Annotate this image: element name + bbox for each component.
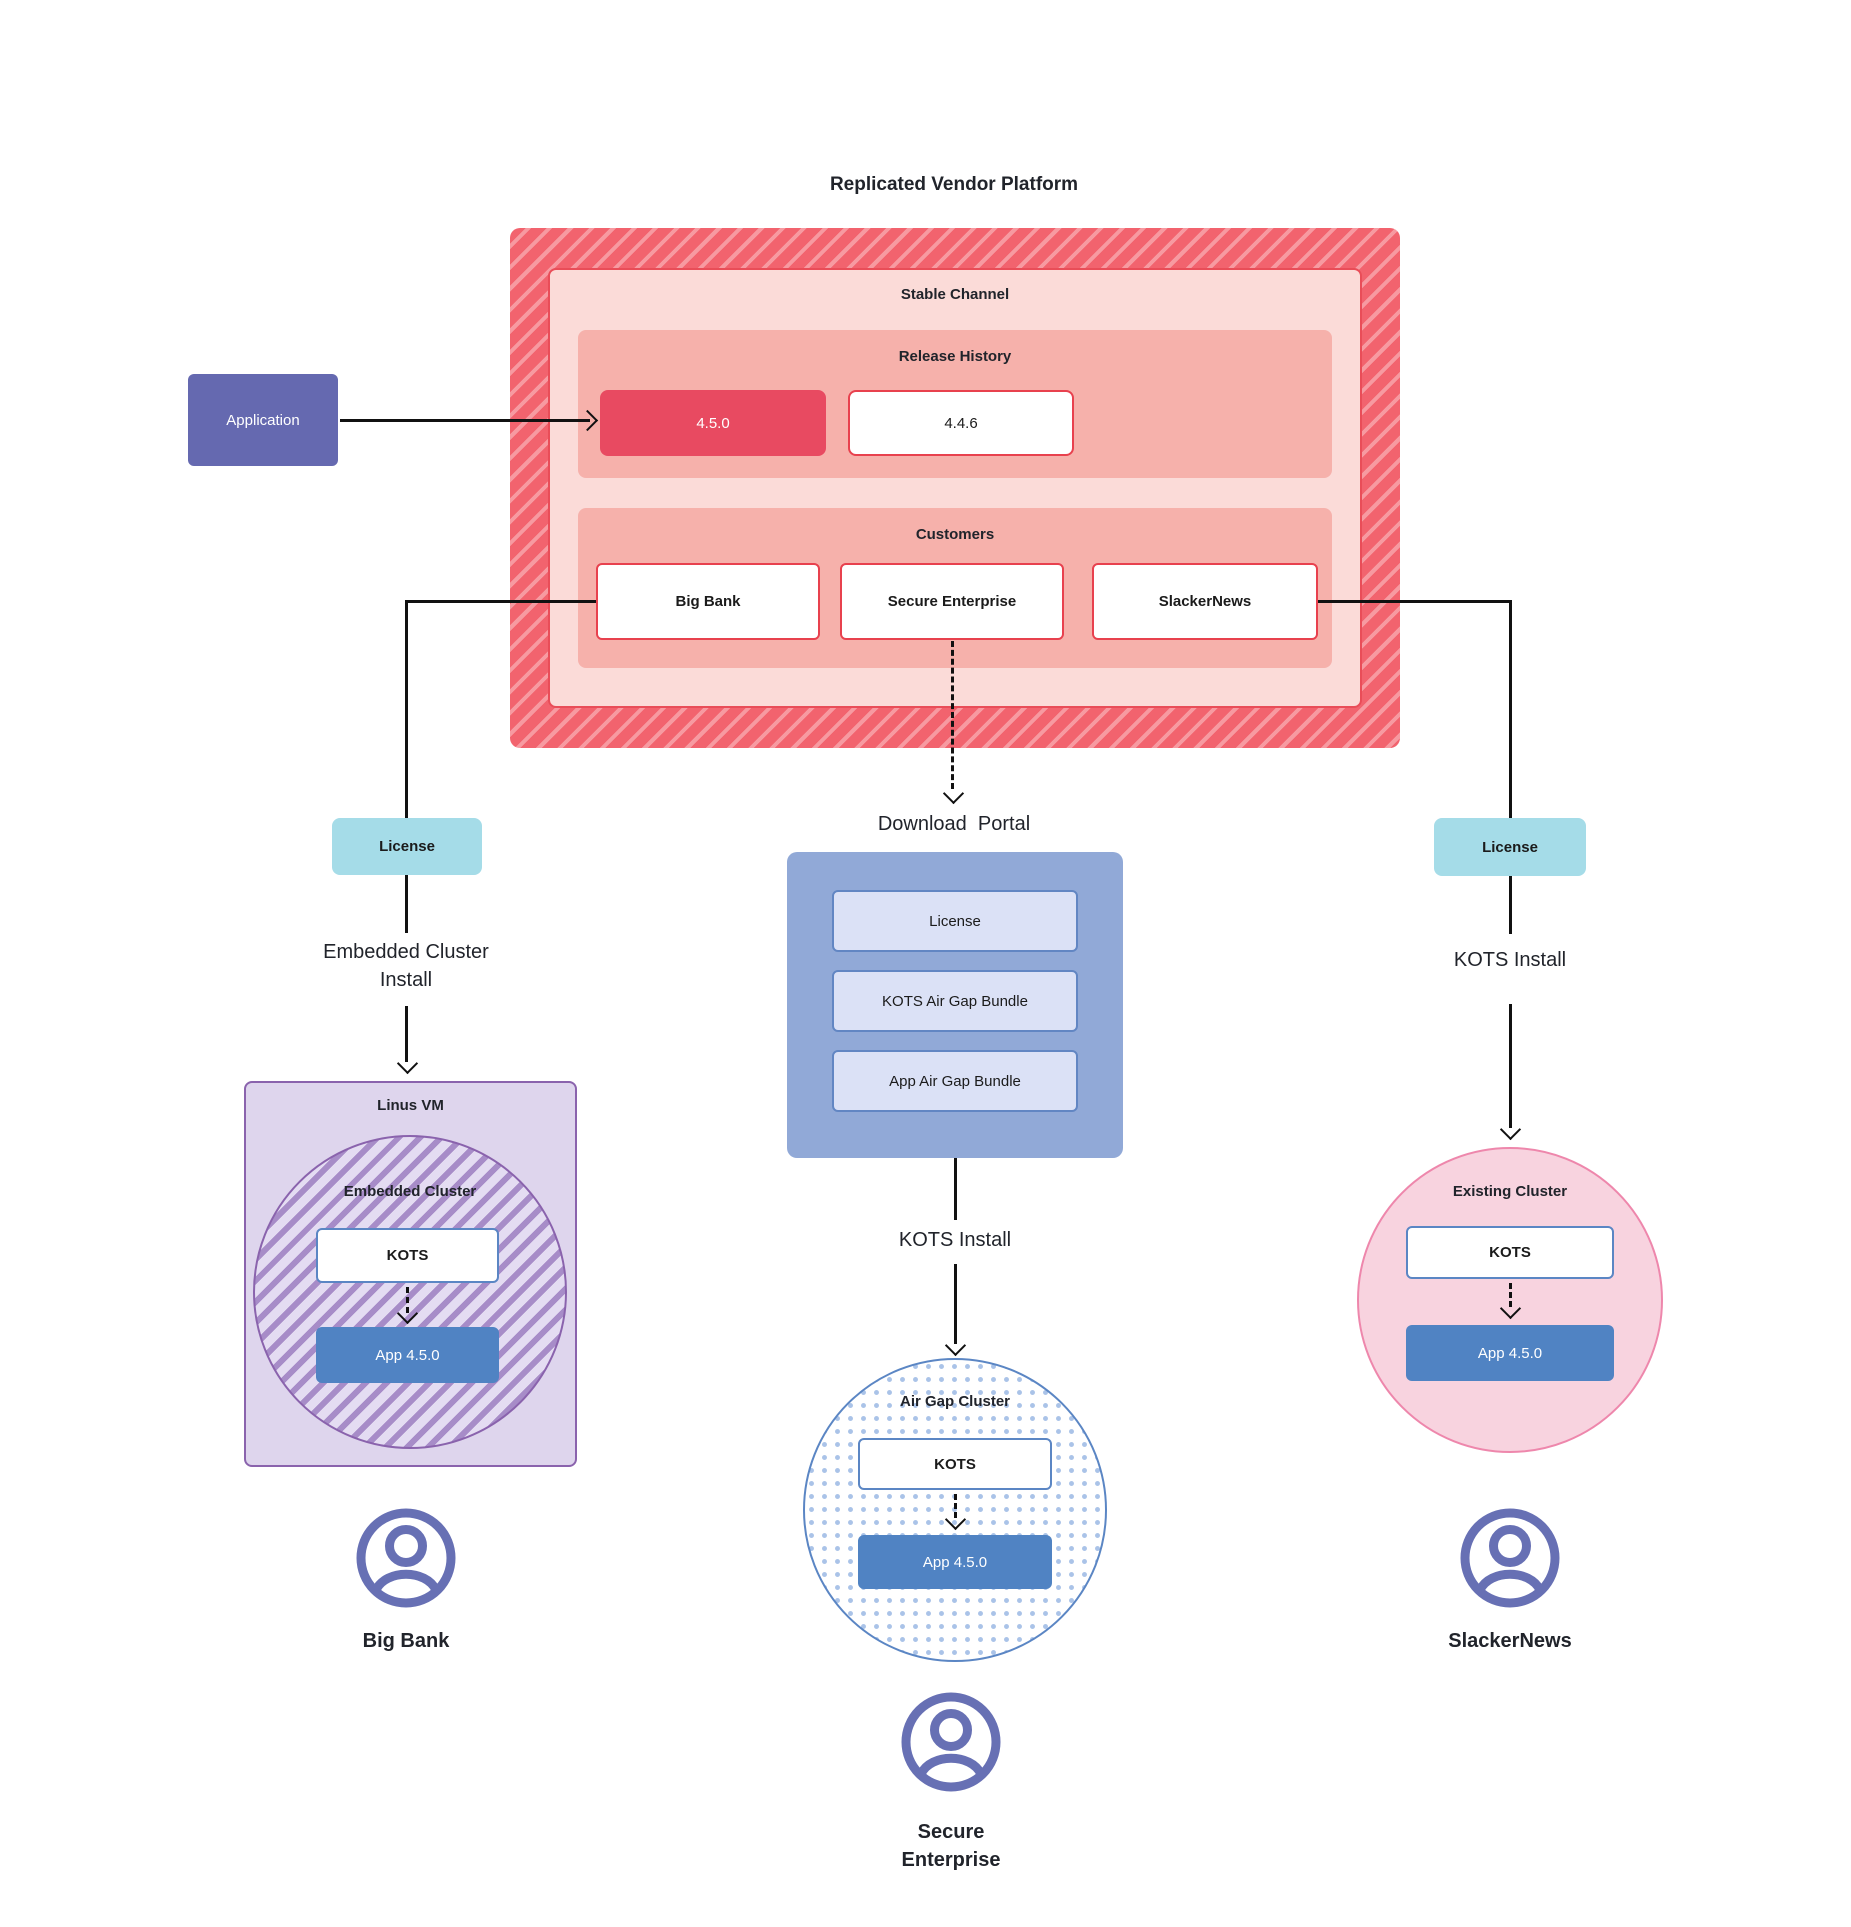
user-icon-secure-enterprise — [901, 1692, 1001, 1792]
app-box-right: App 4.5.0 — [1406, 1325, 1614, 1381]
embedded-cluster-circle — [253, 1135, 567, 1449]
dotted-kots-to-app-left — [406, 1287, 409, 1313]
customer-secure-enterprise: Secure Enterprise — [840, 563, 1064, 640]
arrowhead-left-vm — [396, 1052, 419, 1075]
portal-kots-bundle-label: KOTS Air Gap Bundle — [882, 992, 1028, 1010]
line-portal-down — [954, 1158, 957, 1220]
stable-channel-label: Stable Channel — [900, 286, 1010, 303]
application-label: Application — [226, 411, 300, 429]
customer-big-bank: Big Bank — [596, 563, 820, 640]
embedded-cluster-circle-label: Embedded Cluster — [343, 1183, 477, 1200]
kots-box-left: KOTS — [316, 1228, 499, 1283]
app-right-label: App 4.5.0 — [1477, 1344, 1543, 1362]
customer-big-bank-label: Big Bank — [675, 593, 741, 610]
dotted-kots-to-app-right — [1509, 1283, 1512, 1307]
kots-right-label: KOTS — [1489, 1244, 1531, 1261]
persona-label-slackernews: SlackerNews — [1448, 1630, 1572, 1652]
portal-app-bundle-label: App Air Gap Bundle — [889, 1072, 1021, 1090]
customer-secure-enterprise-label: Secure Enterprise — [887, 593, 1017, 610]
customers-label: Customers — [915, 526, 995, 543]
persona-secure-line1: Secure — [917, 1821, 985, 1843]
embedded-cluster-install-line1: Embedded Cluster — [323, 941, 489, 963]
release-4-5-0: 4.5.0 — [600, 390, 826, 456]
app-left-label: App 4.5.0 — [375, 1346, 440, 1364]
release-4-4-6: 4.4.6 — [848, 390, 1074, 456]
portal-license-box: License — [832, 890, 1078, 952]
existing-cluster-label: Existing Cluster — [1452, 1183, 1568, 1200]
arrow-left-to-vm — [405, 1006, 408, 1062]
download-portal-title: Download Portal — [877, 813, 1031, 835]
license-box-right: License — [1434, 818, 1586, 876]
license-right-label: License — [1482, 838, 1538, 856]
arrow-right-to-cluster — [1509, 1004, 1512, 1128]
kots-center-label: KOTS — [934, 1455, 976, 1473]
release-4-4-6-label: 4.4.6 — [944, 414, 978, 432]
embedded-cluster-install-line2: Install — [379, 969, 433, 991]
persona-label-big-bank: Big Bank — [362, 1630, 450, 1652]
license-left-label: License — [379, 838, 435, 855]
kots-left-label: KOTS — [386, 1247, 429, 1264]
license-box-left: License — [332, 818, 482, 875]
arrow-center-to-cluster — [954, 1264, 957, 1344]
arrowhead-secure-portal — [942, 782, 965, 805]
persona-secure-line2: Enterprise — [901, 1849, 1001, 1871]
line-bigbank-out — [406, 600, 596, 603]
application-box: Application — [188, 374, 338, 466]
user-icon-slackernews — [1460, 1508, 1560, 1608]
customer-slackernews: SlackerNews — [1092, 563, 1318, 640]
arrowhead-center-cluster — [944, 1334, 967, 1357]
portal-kots-bundle-box: KOTS Air Gap Bundle — [832, 970, 1078, 1032]
line-bigbank-down — [405, 600, 408, 818]
release-4-5-0-label: 4.5.0 — [696, 414, 730, 432]
arrow-application-to-release — [340, 419, 590, 422]
kots-box-center: KOTS — [858, 1438, 1052, 1490]
app-center-label: App 4.5.0 — [922, 1553, 988, 1571]
air-gap-cluster-label: Air Gap Cluster — [899, 1393, 1011, 1410]
kots-install-label-center: KOTS Install — [898, 1229, 1012, 1251]
line-license-right-down — [1509, 876, 1512, 934]
portal-app-bundle-box: App Air Gap Bundle — [832, 1050, 1078, 1112]
embedded-cluster-install-label: Embedded Cluster Install — [296, 938, 516, 994]
persona-label-secure-enterprise: Secure Enterprise — [851, 1818, 1051, 1874]
user-icon-big-bank — [356, 1508, 456, 1608]
diagram-title: Replicated Vendor Platform — [829, 174, 1079, 195]
line-slackernews-down — [1509, 600, 1512, 818]
dotted-kots-to-app-center — [954, 1494, 957, 1518]
app-box-left: App 4.5.0 — [316, 1327, 499, 1383]
arrowhead-right-cluster — [1499, 1118, 1522, 1141]
kots-box-right: KOTS — [1406, 1226, 1614, 1279]
release-history-label: Release History — [898, 348, 1012, 365]
line-license-left-down — [405, 875, 408, 933]
line-slackernews-out — [1318, 600, 1511, 603]
portal-license-label: License — [929, 912, 981, 930]
app-box-center: App 4.5.0 — [858, 1535, 1052, 1589]
kots-install-label-right: KOTS Install — [1453, 949, 1567, 971]
customer-slackernews-label: SlackerNews — [1158, 593, 1252, 610]
dotted-secure-to-portal — [951, 641, 954, 789]
linus-vm-label: Linus VM — [377, 1097, 444, 1114]
